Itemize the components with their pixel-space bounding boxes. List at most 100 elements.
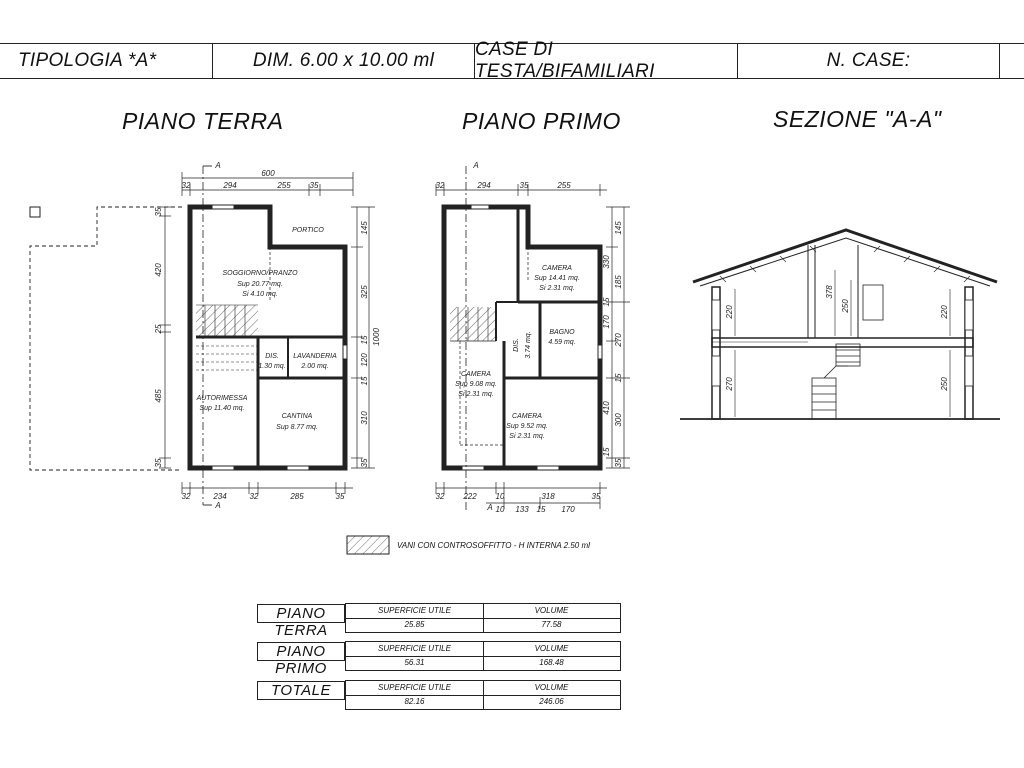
section-height-0: 220 bbox=[725, 305, 734, 320]
gf-dim-left-0: 35 bbox=[154, 207, 163, 216]
ff-room-bagno-sup: 4.59 mq. bbox=[548, 339, 575, 346]
gf-room-cantina-name: CANTINA bbox=[282, 413, 313, 420]
section-height-3: 220 bbox=[940, 305, 949, 320]
gf-room-soggiorno-si: Si 4.10 mq. bbox=[242, 291, 277, 298]
gf-dim-bottom-1: 234 bbox=[212, 492, 227, 501]
section-height-4: 270 bbox=[725, 377, 734, 392]
ground-floor-plan bbox=[29, 165, 375, 506]
ff-room-dis-sup: 3.74 mq. bbox=[525, 331, 532, 358]
summary-row-piano-primo: SUPERFICIE UTILE VOLUME 56.31 168.48 bbox=[345, 641, 621, 671]
gf-dim-bottom-4: 35 bbox=[336, 492, 345, 501]
gf-room-dis-sup: 1.30 mq. bbox=[258, 363, 285, 370]
gf-room-lavanderia-sup: 2.00 mq. bbox=[300, 363, 328, 370]
summary-volume-value: 77.58 bbox=[541, 620, 562, 629]
section-height-5: 250 bbox=[940, 377, 949, 392]
ground-floor-outer-walls bbox=[187, 204, 348, 471]
ff-dim-top-2: 35 bbox=[520, 181, 529, 190]
gf-room-autorimessa-name: AUTORIMESSA bbox=[196, 395, 248, 402]
ff-dim-top-3: 255 bbox=[556, 181, 571, 190]
title-sezione: SEZIONE "A-A" bbox=[773, 106, 942, 132]
header-strip: TIPOLOGIA *A* DIM. 6.00 x 10.00 ml CASE … bbox=[0, 39, 1024, 82]
first-floor-plan bbox=[435, 166, 630, 510]
gf-dim-left-3: 485 bbox=[154, 389, 163, 403]
summary-superficie-value: 56.31 bbox=[404, 658, 425, 667]
summary-row-totale: SUPERFICIE UTILE VOLUME 82.16 246.06 bbox=[345, 680, 621, 710]
ff-room-camera1-si: Si 2.31 mq. bbox=[539, 285, 574, 292]
gf-section-marker-bottom: A bbox=[214, 501, 220, 510]
ff-room-dis-name: DIS. bbox=[513, 338, 520, 352]
section-height-1: 378 bbox=[825, 285, 834, 299]
corner-marker bbox=[29, 206, 41, 218]
ff-dim-right-8: 300 bbox=[614, 413, 623, 427]
ff-dim-right-4: 170 bbox=[602, 315, 611, 329]
gf-dim-top-total: 600 bbox=[261, 169, 275, 178]
col-header-superficie: SUPERFICIE UTILE bbox=[378, 683, 451, 692]
ff-dim-bottom-0: 32 bbox=[436, 492, 445, 501]
gf-dim-right-total: 1000 bbox=[372, 328, 381, 346]
ff-dim-top-1: 294 bbox=[476, 181, 491, 190]
header-dimensions: DIM. 6.00 x 10.00 ml bbox=[213, 44, 475, 78]
gf-room-dis-name: DIS. bbox=[265, 353, 279, 360]
section-height-2: 250 bbox=[841, 299, 850, 314]
gf-dim-left-4: 35 bbox=[154, 458, 163, 467]
ff-dim-bottom2-0: 10 bbox=[496, 505, 505, 514]
summary-row-label: PIANO PRIMO bbox=[257, 642, 345, 677]
col-header-volume: VOLUME bbox=[534, 644, 569, 653]
ff-dim-right-7: 410 bbox=[602, 401, 611, 415]
ff-dim-right-9: 15 bbox=[602, 447, 611, 456]
ff-dim-right-10: 35 bbox=[614, 458, 623, 467]
gf-dim-right-3: 120 bbox=[360, 353, 369, 367]
gf-dim-right-2: 15 bbox=[360, 335, 369, 344]
gf-dim-top-3: 255 bbox=[276, 181, 291, 190]
gf-room-autorimessa-sup: Sup 11.40 mq. bbox=[199, 405, 244, 412]
ff-dim-bottom-2: 10 bbox=[496, 492, 505, 501]
ff-room-camera2-sup: Sup 9.08 mq. bbox=[455, 381, 497, 388]
ff-room-camera1-sup: Sup 14.41 mq. bbox=[534, 275, 580, 282]
col-header-volume: VOLUME bbox=[534, 683, 569, 692]
summary-volume-value: 246.06 bbox=[539, 697, 564, 706]
title-piano-primo: PIANO PRIMO bbox=[462, 108, 621, 134]
gf-dim-left-1: 420 bbox=[154, 263, 163, 277]
ff-room-camera2-name: CAMERA bbox=[461, 371, 491, 378]
ff-dim-right-3: 15 bbox=[602, 297, 611, 306]
ff-dim-right-2: 185 bbox=[614, 275, 623, 289]
gf-room-soggiorno-name: SOGGIORNO/PRANZO bbox=[222, 270, 298, 277]
summary-superficie-value: 25.85 bbox=[404, 620, 425, 629]
ff-dim-bottom-1: 222 bbox=[462, 492, 477, 501]
gf-room-cantina-sup: Sup 8.77 mq. bbox=[276, 424, 318, 431]
ff-room-camera2-si: Si 2.31 mq. bbox=[458, 391, 493, 398]
ff-dim-bottom-3: 318 bbox=[541, 492, 555, 501]
stair-hatch bbox=[196, 305, 258, 337]
title-piano-terra: PIANO TERRA bbox=[122, 108, 284, 134]
ff-dim-bottom2-3: 170 bbox=[561, 505, 575, 514]
summary-row-piano-terra: SUPERFICIE UTILE VOLUME 25.85 77.58 bbox=[345, 603, 621, 633]
gf-dim-top-0: 32 bbox=[182, 181, 191, 190]
ff-dim-bottom2-1: 133 bbox=[515, 505, 529, 514]
gf-room-soggiorno-sup: Sup 20.77 mq. bbox=[237, 281, 283, 288]
gf-section-marker-top: A bbox=[214, 161, 220, 170]
first-floor-outer-walls bbox=[441, 204, 603, 471]
ff-room-camera3-name: CAMERA bbox=[512, 413, 542, 420]
gf-dim-bottom-3: 285 bbox=[289, 492, 304, 501]
ff-dim-right-6: 15 bbox=[614, 373, 623, 382]
gf-dim-right-0: 145 bbox=[360, 221, 369, 235]
gf-dim-right-4: 15 bbox=[360, 376, 369, 385]
gf-dim-right-6: 35 bbox=[360, 458, 369, 467]
col-header-volume: VOLUME bbox=[534, 606, 569, 615]
roof bbox=[692, 228, 998, 284]
gf-dim-bottom-2: 32 bbox=[250, 492, 259, 501]
ff-room-camera3-si: Si 2.31 mq. bbox=[509, 433, 544, 440]
summary-row-label: TOTALE bbox=[257, 681, 345, 700]
ff-dim-bottom2-2: 15 bbox=[537, 505, 546, 514]
ff-room-camera1-name: CAMERA bbox=[542, 265, 572, 272]
ff-stair-hatch bbox=[450, 307, 496, 341]
summary-volume-value: 168.48 bbox=[539, 658, 564, 667]
ff-dim-right-1: 330 bbox=[602, 255, 611, 269]
legend-text: VANI CON CONTROSOFFITTO - H INTERNA 2.50… bbox=[397, 541, 590, 550]
ff-dim-right-0: 145 bbox=[614, 221, 623, 235]
header-case-type: CASE DI TESTA/BIFAMILIARI bbox=[475, 39, 738, 82]
header-tipologia: TIPOLOGIA *A* bbox=[0, 44, 213, 78]
summary-superficie-value: 82.16 bbox=[404, 697, 425, 706]
ff-section-marker-top: A bbox=[472, 161, 478, 170]
header-n-case: N. CASE: bbox=[738, 44, 1000, 78]
